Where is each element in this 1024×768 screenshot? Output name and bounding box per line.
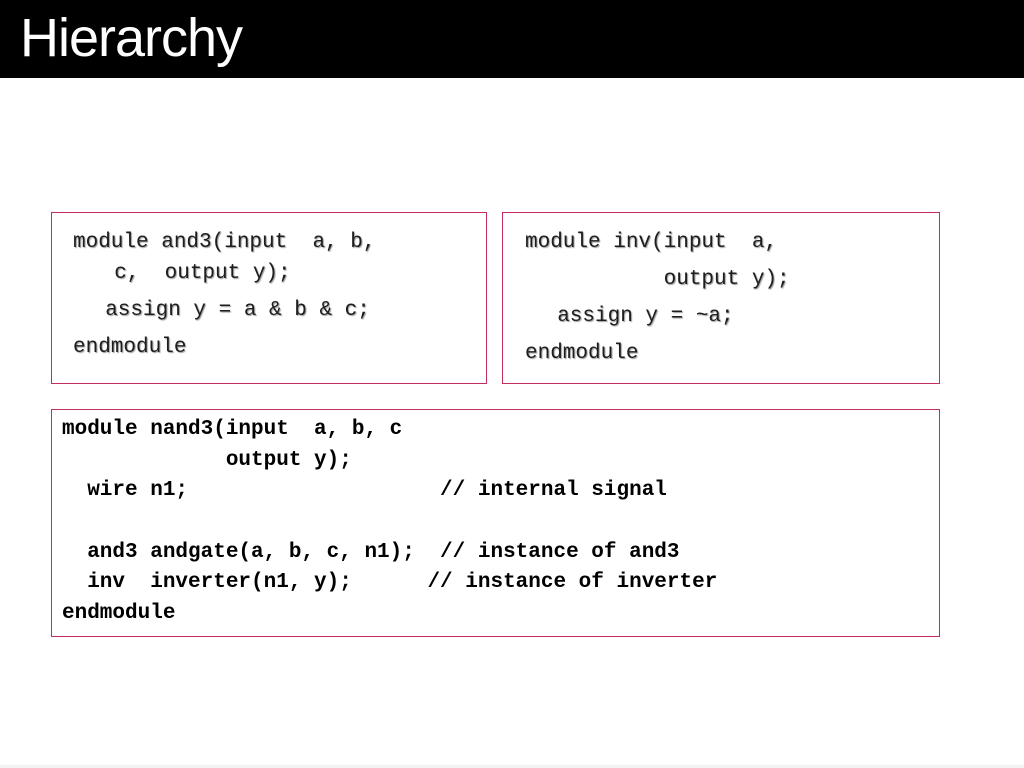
nand3-code-line: endmodule xyxy=(62,602,176,625)
and3-code-line: module and3(input a, b, xyxy=(73,231,376,254)
slide-title: Hierarchy xyxy=(20,8,243,68)
and3-module-code-box: module and3(input a, b, c, output y); as… xyxy=(51,212,487,384)
inv-code-line: output y); xyxy=(525,268,790,291)
and3-code-line: assign y = a & b & c; xyxy=(80,299,370,322)
nand3-code-line: wire n1; // internal signal xyxy=(62,479,667,502)
and3-code-line: c, output y); xyxy=(89,262,291,285)
nand3-code-line: module nand3(input a, b, c xyxy=(62,418,403,441)
nand3-code-line: and3 andgate(a, b, c, n1); // instance o… xyxy=(62,541,680,564)
title-bar: Hierarchy xyxy=(0,0,1024,78)
inv-code-line: endmodule xyxy=(525,342,639,365)
and3-code-line: endmodule xyxy=(73,336,187,359)
inv-module-code-box: module inv(input a, output y); assign y … xyxy=(502,212,940,384)
nand3-code-line: output y); xyxy=(62,449,352,472)
bottom-divider xyxy=(0,765,1024,768)
inv-code-line: assign y = ~a; xyxy=(532,305,734,328)
nand3-code-line: inv inverter(n1, y); // instance of inve… xyxy=(62,571,718,594)
nand3-module-code-box: module nand3(input a, b, c output y); wi… xyxy=(51,409,940,637)
inv-code-line: module inv(input a, xyxy=(525,231,778,254)
